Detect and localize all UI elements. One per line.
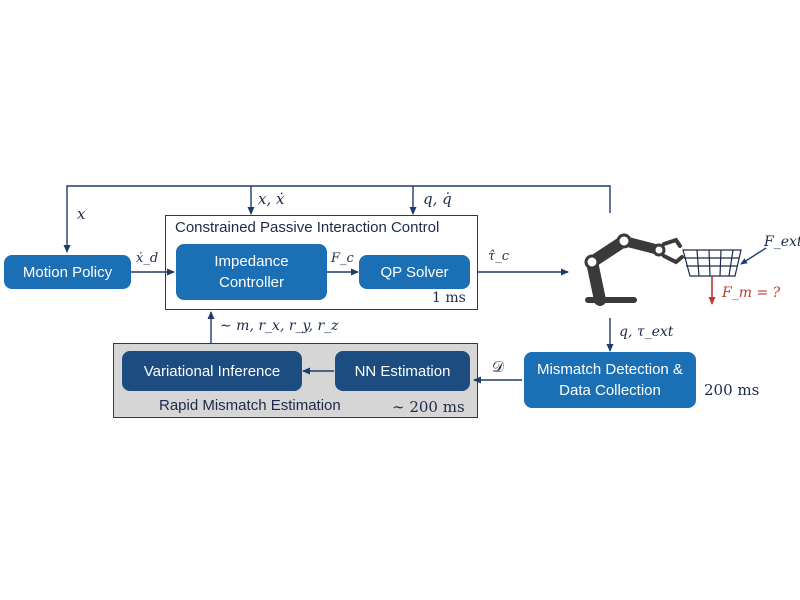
mismatch-detection-block: Mismatch Detection & Data Collection [524,352,696,408]
cpic-title: Constrained Passive Interaction Control [175,219,440,236]
fc-label: F_c [331,251,354,266]
rme-title: Rapid Mismatch Estimation [159,397,341,414]
f-m-label: F_m = ? [722,285,781,301]
f-ext-arrow [740,247,767,265]
xdot-d-label: ẋ_d [136,251,159,266]
x-xdot-label: x, ẋ [258,190,285,208]
nn-estimation-block: NN Estimation [335,351,470,391]
robot-arm [584,233,684,306]
tau-hat-c-label: τ̂_c [488,249,509,264]
impedance-controller-block: Impedance Controller [176,244,327,300]
q-tau-ext-label: q, τ_ext [619,324,674,340]
motion-policy-block: Motion Policy [4,255,131,289]
f-ext-label: F_ext [764,234,800,250]
q-qdot-label: q, q̇ [423,190,452,208]
detect-rate-label: 200 ms [704,381,760,399]
cpic-rate: 1 ms [432,290,466,306]
dataset-label: 𝒟 [492,358,504,376]
params-label: ∼ m, r_x, r_y, r_z [220,318,339,334]
feedback-loop-line [63,185,611,253]
rme-rate: ∼ 200 ms [392,398,465,416]
constrained-passive-interaction-control-frame [165,215,478,310]
qp-solver-block: QP Solver [359,255,470,289]
x-label: x [77,205,86,223]
variational-inference-block: Variational Inference [122,351,302,391]
basket-icon [682,249,742,277]
